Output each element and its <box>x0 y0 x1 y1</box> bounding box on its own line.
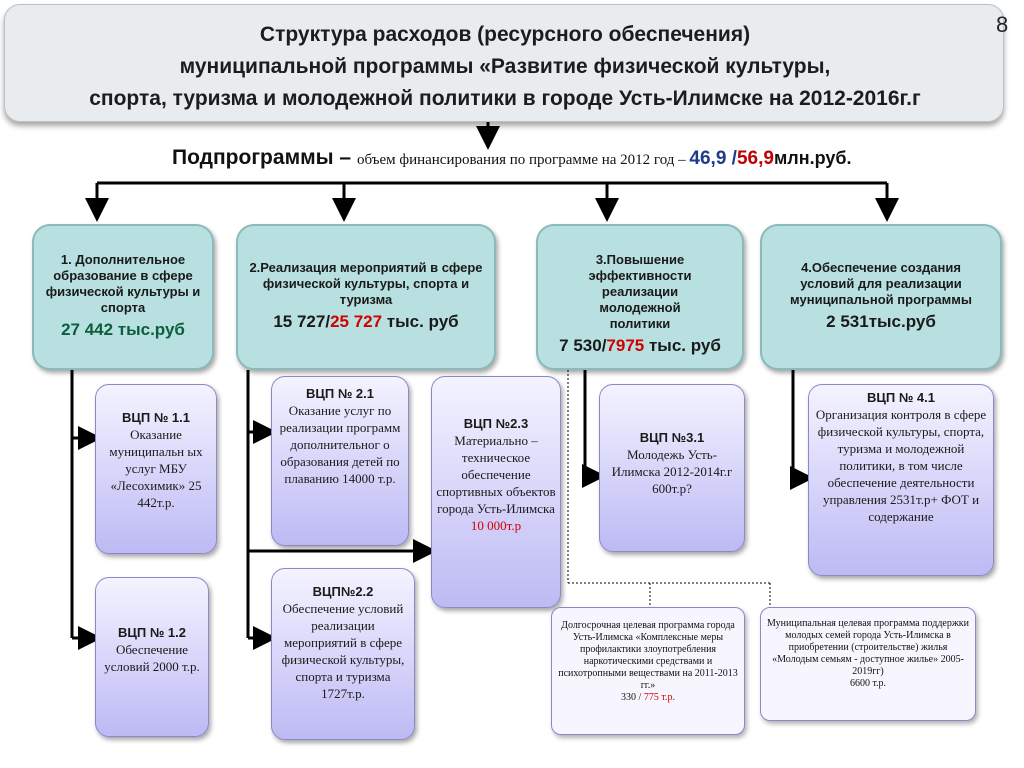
vcp-2-1: ВЦП № 2.1 Оказание услуг по реализации п… <box>271 376 409 546</box>
subprogram-4: 4.Обеспечение создания условий для реали… <box>760 224 1002 370</box>
subprogram-1: 1. Дополнительное образование в сфере фи… <box>32 224 214 370</box>
vcp-4-1-text: Организация контроля в сфере физической … <box>815 407 987 524</box>
long-term-program-text: Долгосрочная целевая программа города Ус… <box>558 620 738 691</box>
long-term-program-amount-2: 775 т.р. <box>643 692 675 703</box>
long-term-program: Долгосрочная целевая программа города Ус… <box>551 607 745 735</box>
subtitle-value-2: 56,9 <box>736 148 774 169</box>
vcp-2-2-text: Обеспечение условий реализации мероприят… <box>281 601 405 701</box>
subprogram-3-amount-3: тыс. руб <box>644 336 721 355</box>
subprogram-1-label: 1. Дополнительное образование в сфере фи… <box>45 252 201 315</box>
subprogram-2: 2.Реализация мероприятий в сфере физичес… <box>236 224 496 370</box>
vcp-1-2-text: Обеспечение условий 2000 т.р. <box>104 642 200 674</box>
subtitle: Подпрограммы – объем финансирования по п… <box>172 146 851 170</box>
vcp-2-2: ВЦП№2.2 Обеспечение условий реализации м… <box>271 568 415 740</box>
vcp-3-1-title: ВЦП №3.1 <box>639 430 705 445</box>
subtitle-dash: – <box>333 146 357 169</box>
vcp-2-3-title: ВЦП №2.3 <box>463 416 529 431</box>
subtitle-value-1: 46,9 <box>689 148 727 169</box>
subprogram-4-label: 4.Обеспечение создания условий для реали… <box>790 260 972 307</box>
subtitle-heading: Подпрограммы <box>172 146 334 169</box>
subprogram-2-amount-3: тыс. руб <box>382 312 459 331</box>
vcp-4-1: ВЦП № 4.1 Организация контроля в сфере ф… <box>808 384 994 576</box>
title-line-1: Структура расходов (ресурсного обеспечен… <box>259 23 751 46</box>
subtitle-text: объем финансирования по программе на 201… <box>356 152 690 168</box>
vcp-3-1: ВЦП №3.1 Молодежь Усть-Илимска 2012-2014… <box>599 384 745 552</box>
subtitle-unit: млн.руб. <box>773 148 852 168</box>
municipal-program-text: Муниципальная целевая программа поддержк… <box>767 618 969 677</box>
title-line-2: муниципальной программы «Развитие физиче… <box>179 55 831 78</box>
vcp-2-3-text: Материально – техническое обеспечение сп… <box>436 433 556 516</box>
vcp-2-3-amount: 10 000т.р <box>470 518 522 533</box>
vcp-1-1-title: ВЦП № 1.1 <box>121 410 190 425</box>
subprogram-3: 3.Повышение эффективности реализации мол… <box>536 224 744 370</box>
subprogram-1-amount: 27 442 тыс.руб <box>61 320 185 339</box>
subprogram-3-amount-1: 7 530/ <box>559 336 607 355</box>
subprogram-2-amount-1: 15 727/ <box>273 312 331 331</box>
vcp-1-1-text: Оказание муниципальн ых услуг МБУ «Лесох… <box>109 427 203 510</box>
subtitle-slash: / <box>726 148 737 169</box>
vcp-4-1-title: ВЦП № 4.1 <box>866 390 935 405</box>
subprogram-2-label: 2.Реализация мероприятий в сфере физичес… <box>249 260 483 307</box>
vcp-1-1: ВЦП № 1.1 Оказание муниципальн ых услуг … <box>95 384 217 554</box>
title-line-3: спорта, туризма и молодежной политики в … <box>89 87 921 110</box>
vcp-1-2: ВЦП № 1.2 Обеспечение условий 2000 т.р. <box>95 577 209 737</box>
subprogram-2-amount-2: 25 727 <box>330 312 383 331</box>
municipal-program-amount: 6600 т.р. <box>849 678 887 689</box>
subprogram-4-amount: 2 531тыс.руб <box>826 312 936 331</box>
subprogram-3-label: 3.Повышение эффективности реализации мол… <box>588 252 692 331</box>
vcp-2-3: ВЦП №2.3 Материально – техническое обесп… <box>431 376 561 608</box>
vcp-2-2-title: ВЦП№2.2 <box>312 584 374 599</box>
vcp-1-2-title: ВЦП № 1.2 <box>117 625 186 640</box>
vcp-3-1-text: Молодежь Усть-Илимска 2012-2014г.г 600т.… <box>611 447 733 496</box>
title-banner: Структура расходов (ресурсного обеспечен… <box>4 4 1004 122</box>
subprogram-3-amount-2: 7975 <box>606 336 645 355</box>
vcp-2-1-text: Оказание услуг по реализации программ до… <box>279 403 401 486</box>
vcp-2-1-title: ВЦП № 2.1 <box>305 386 374 401</box>
long-term-program-amount-1: 330 / <box>621 692 644 703</box>
municipal-program: Муниципальная целевая программа поддержк… <box>760 607 976 721</box>
page-number: 8 <box>996 12 1009 37</box>
